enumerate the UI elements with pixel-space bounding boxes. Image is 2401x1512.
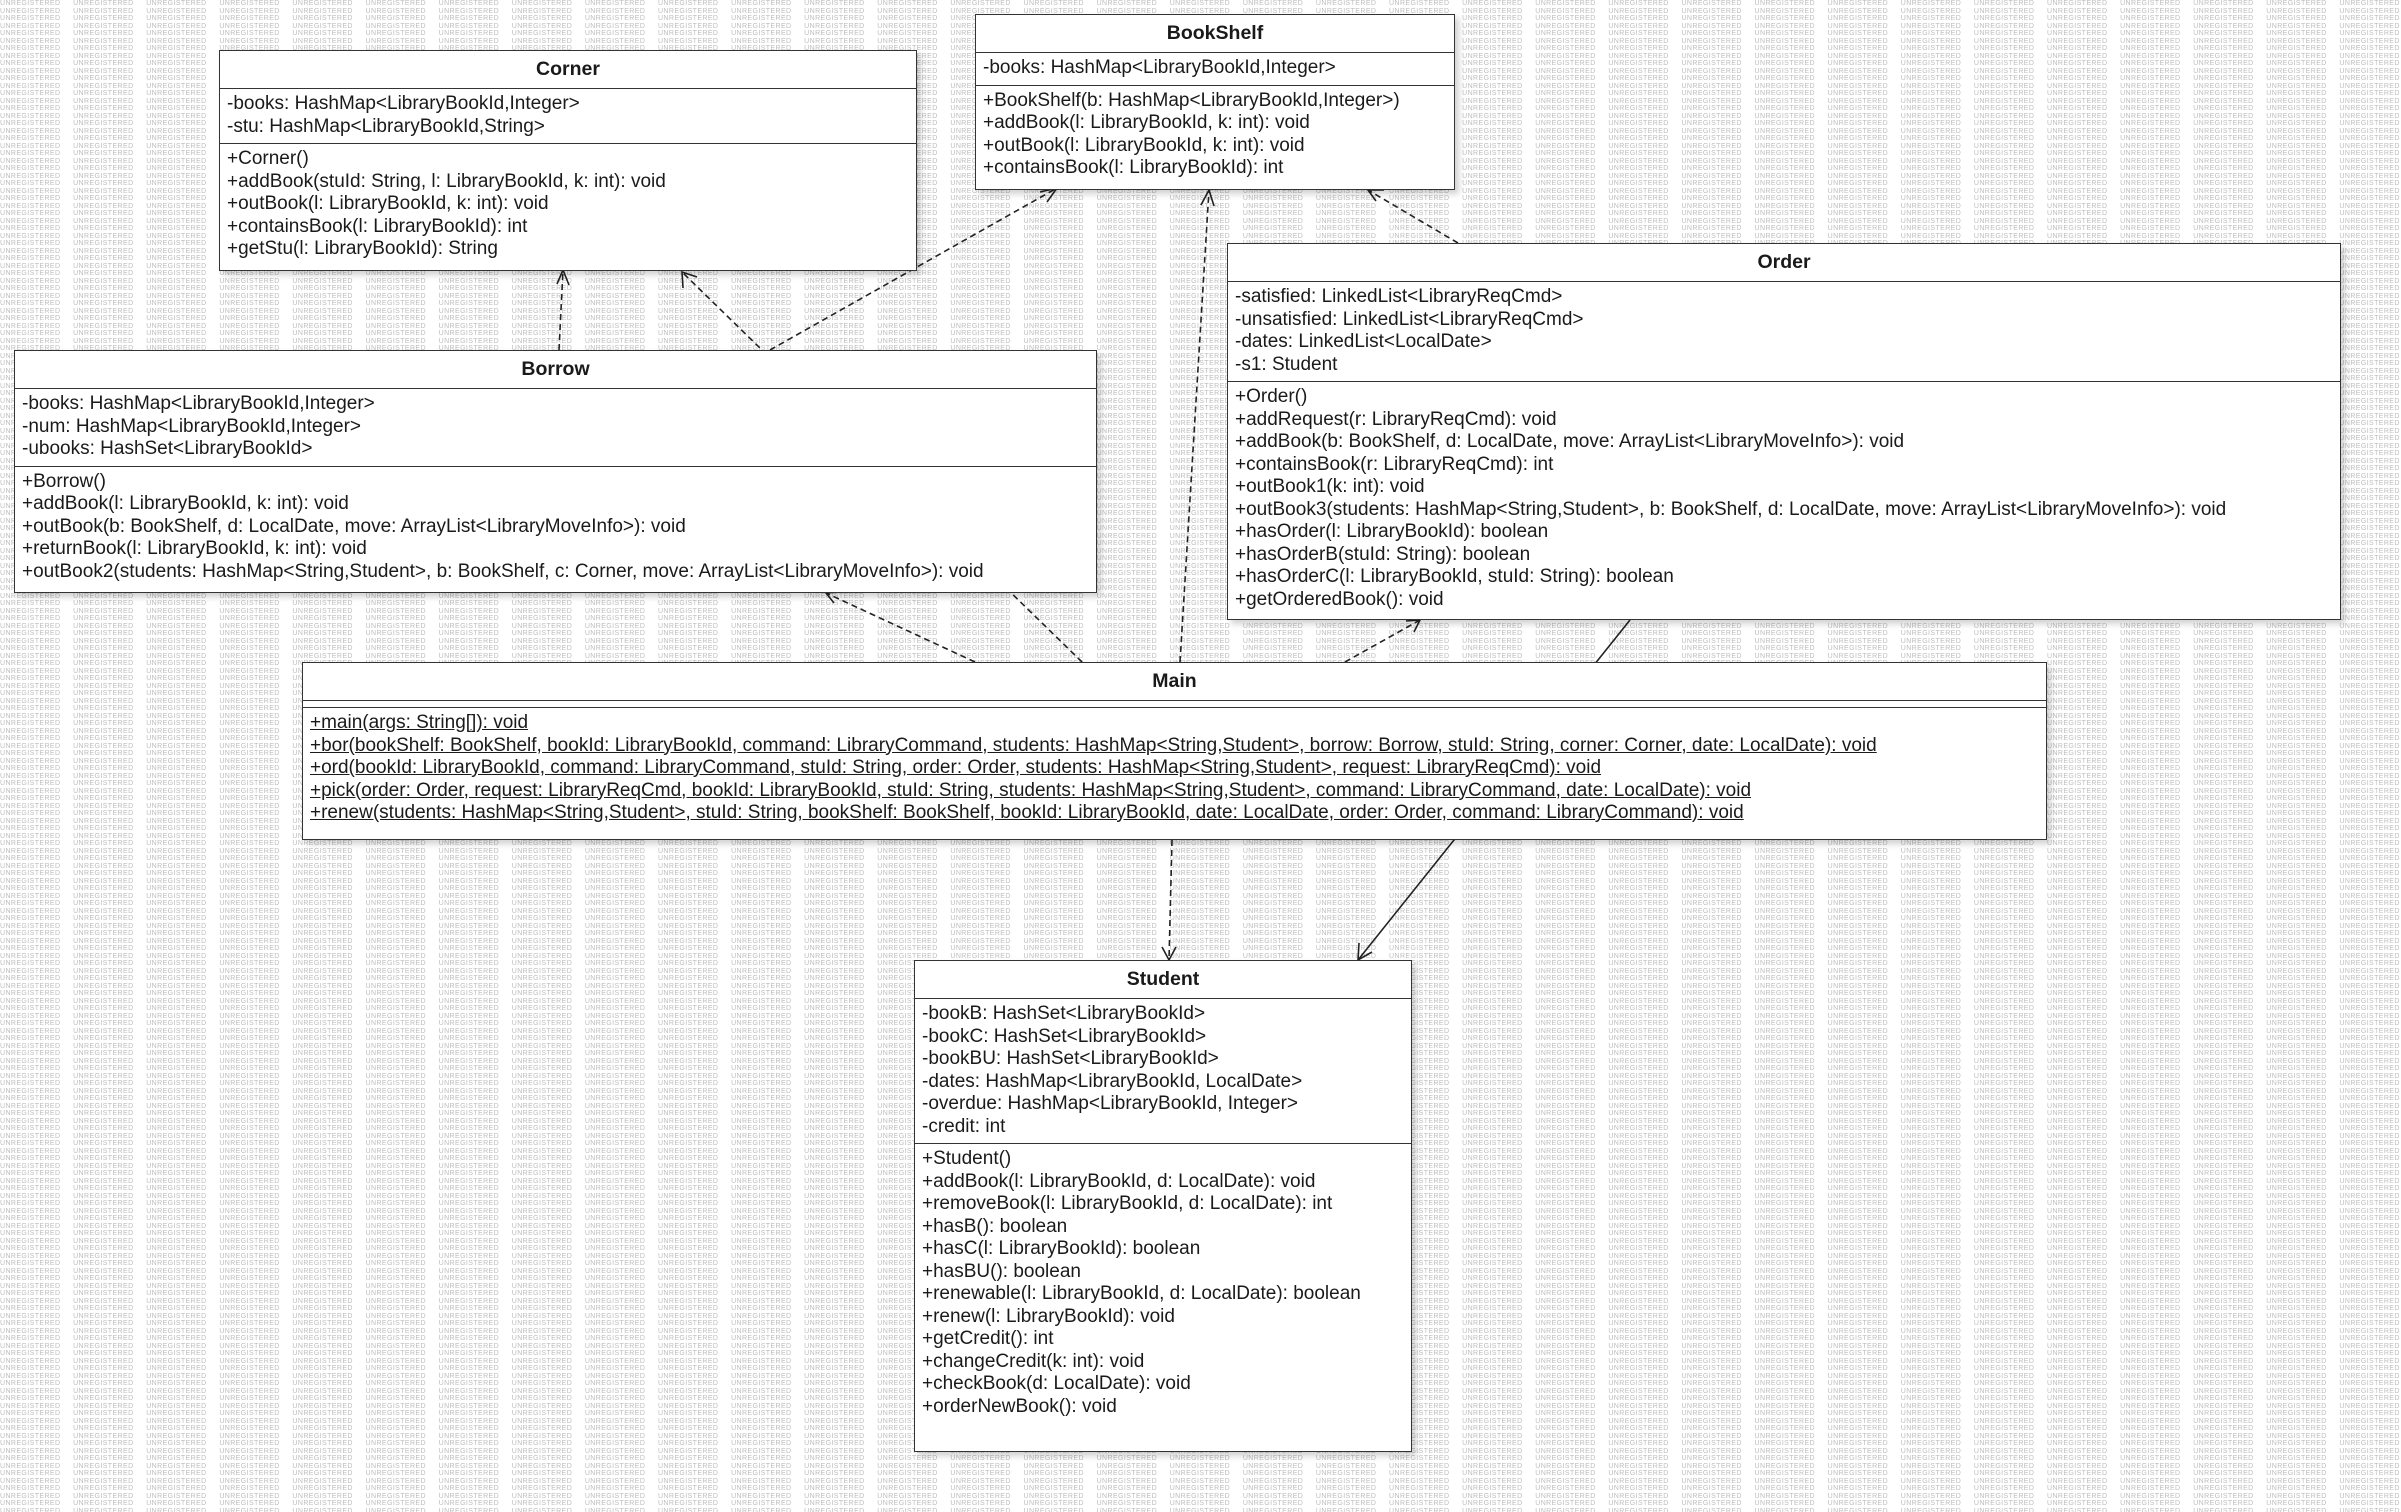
arrowhead-icon <box>681 270 698 289</box>
operation: +pick(order: Order, request: LibraryReqC… <box>310 779 1752 801</box>
attribute: -dates: HashMap<LibraryBookId, LocalDate… <box>922 1070 1303 1092</box>
attributes-section: -books: HashMap<LibraryBookId,Integer> -… <box>220 89 916 144</box>
attribute: -ubooks: HashSet<LibraryBookId> <box>22 438 313 459</box>
arrowhead-icon <box>1405 619 1422 633</box>
operation: +addBook(l: LibraryBookId, k: int): void <box>22 493 349 514</box>
attribute: -bookB: HashSet<LibraryBookId> <box>922 1003 1206 1024</box>
class-name: BookShelf <box>976 15 1454 53</box>
operation: +checkBook(d: LocalDate): void <box>922 1373 1191 1394</box>
attribute: -bookBU: HashSet<LibraryBookId> <box>922 1048 1219 1069</box>
attributes-section: -bookB: HashSet<LibraryBookId> -bookC: H… <box>915 999 1411 1144</box>
class-student[interactable]: Student -bookB: HashSet<LibraryBookId> -… <box>914 960 1412 1452</box>
operation: +removeBook(l: LibraryBookId, d: LocalDa… <box>922 1193 1333 1214</box>
attribute: -dates: LinkedList<LocalDate> <box>1235 331 1492 352</box>
dependency-main-borrow <box>825 592 976 663</box>
operation: +outBook2(students: HashMap<String,Stude… <box>22 560 984 582</box>
operation: +hasC(l: LibraryBookId): boolean <box>922 1238 1201 1259</box>
class-name: Corner <box>220 51 916 89</box>
operation: +outBook(b: BookShelf, d: LocalDate, mov… <box>22 515 686 537</box>
operation: +addBook(b: BookShelf, d: LocalDate, mov… <box>1235 431 1905 452</box>
operations-section: +BookShelf(b: HashMap<LibraryBookId,Inte… <box>976 86 1454 185</box>
attribute: -books: HashMap<LibraryBookId,Integer> <box>983 57 1336 78</box>
operation: +containsBook(l: LibraryBookId): int <box>227 215 528 237</box>
operation: +main(args: String[]): void <box>310 712 529 733</box>
dependency-main-corner <box>681 271 1083 663</box>
class-name: Main <box>303 663 2046 701</box>
operation: +renewable(l: LibraryBookId, d: LocalDat… <box>922 1283 1361 1304</box>
attribute: -num: HashMap<LibraryBookId,Integer> <box>22 415 362 437</box>
operation: +returnBook(l: LibraryBookId, k: int): v… <box>22 538 367 559</box>
operation: +containsBook(r: LibraryReqCmd): int <box>1235 453 1554 475</box>
attribute: -overdue: HashMap<LibraryBookId, Integer… <box>922 1093 1298 1114</box>
class-name: Student <box>915 961 1411 999</box>
operation: +addRequest(r: LibraryReqCmd): void <box>1235 408 1557 430</box>
operation: +hasB(): boolean <box>922 1215 1068 1237</box>
arrowhead-icon <box>1366 189 1384 202</box>
operation: +addBook(l: LibraryBookId, k: int): void <box>983 112 1310 133</box>
operation: +Order() <box>1235 386 1308 407</box>
operation: +orderNewBook(): void <box>922 1395 1117 1417</box>
dependency-order-bookshelf <box>1367 189 1459 244</box>
class-name: Order <box>1228 244 2340 282</box>
dependency-borrow-corner <box>558 269 564 351</box>
class-bookshelf[interactable]: BookShelf -books: HashMap<LibraryBookId,… <box>975 14 1455 190</box>
operation: +hasOrder(l: LibraryBookId): boolean <box>1235 521 1549 542</box>
operation: +outBook3(students: HashMap<String,Stude… <box>1235 498 2227 520</box>
operation: +addBook(l: LibraryBookId, d: LocalDate)… <box>922 1170 1316 1192</box>
class-corner[interactable]: Corner -books: HashMap<LibraryBookId,Int… <box>219 50 917 271</box>
attributes-section: -satisfied: LinkedList<LibraryReqCmd> -u… <box>1228 282 2340 382</box>
class-order[interactable]: Order -satisfied: LinkedList<LibraryReqC… <box>1227 243 2341 620</box>
attribute: -books: HashMap<LibraryBookId,Integer> <box>22 393 375 414</box>
operation: +outBook1(k: int): void <box>1235 476 1425 497</box>
attributes-section: -books: HashMap<LibraryBookId,Integer> <box>976 53 1454 86</box>
operation: +ord(bookId: LibraryBookId, command: Lib… <box>310 757 1602 778</box>
operation: +changeCredit(k: int): void <box>922 1350 1145 1372</box>
operation: +outBook(l: LibraryBookId, k: int): void <box>983 134 1305 156</box>
operation: +renew(students: HashMap<String,Student>… <box>310 802 1744 823</box>
dependency-main-bookshelf <box>1179 189 1210 663</box>
operation: +addBook(stuId: String, l: LibraryBookId… <box>227 170 666 192</box>
attribute: -unsatisfied: LinkedList<LibraryReqCmd> <box>1235 308 1584 330</box>
operation: +renew(l: LibraryBookId): void <box>922 1305 1175 1327</box>
operation: +outBook(l: LibraryBookId, k: int): void <box>227 193 549 214</box>
operation: +Corner() <box>227 148 309 169</box>
attributes-section: -books: HashMap<LibraryBookId,Integer> -… <box>15 389 1096 467</box>
attribute: -satisfied: LinkedList<LibraryReqCmd> <box>1235 286 1563 307</box>
class-name: Borrow <box>15 351 1096 389</box>
arrowhead-icon <box>1039 186 1059 203</box>
operations-section: +Order() +addRequest(r: LibraryReqCmd): … <box>1228 382 2340 616</box>
operations-section: +main(args: String[]): void +bor(bookShe… <box>303 708 2046 830</box>
operations-section: +Student() +addBook(l: LibraryBookId, d:… <box>915 1144 1411 1423</box>
operation: +bor(bookShelf: BookShelf, bookId: Libra… <box>310 734 1877 756</box>
arrowhead-icon <box>824 591 842 604</box>
operation: +Borrow() <box>22 470 106 492</box>
attribute: -credit: int <box>922 1115 1006 1137</box>
operation: +hasOrderC(l: LibraryBookId, stuId: Stri… <box>1235 566 1674 587</box>
attribute: -s1: Student <box>1235 353 1338 375</box>
class-main[interactable]: Main +main(args: String[]): void +bor(bo… <box>302 662 2047 840</box>
operation: +getStu(l: LibraryBookId): String <box>227 238 498 259</box>
operations-section: +Corner() +addBook(stuId: String, l: Lib… <box>220 144 916 266</box>
dependency-main-order <box>1344 619 1421 663</box>
arrowhead-icon <box>1200 187 1215 207</box>
operations-section: +Borrow() +addBook(l: LibraryBookId, k: … <box>15 467 1096 589</box>
operation: +getCredit(): int <box>922 1328 1054 1349</box>
attribute: -stu: HashMap<LibraryBookId,String> <box>227 115 545 137</box>
operation: +BookShelf(b: HashMap<LibraryBookId,Inte… <box>983 89 1400 111</box>
operation: +hasBU(): boolean <box>922 1260 1081 1282</box>
operation: +getOrderedBook(): void <box>1235 588 1444 610</box>
dependency-main-student <box>1168 839 1173 961</box>
class-borrow[interactable]: Borrow -books: HashMap<LibraryBookId,Int… <box>14 350 1097 593</box>
attribute: -books: HashMap<LibraryBookId,Integer> <box>227 93 580 114</box>
attributes-section <box>303 701 2046 708</box>
operation: +Student() <box>922 1148 1012 1169</box>
attribute: -bookC: HashSet<LibraryBookId> <box>922 1025 1207 1047</box>
operation: +hasOrderB(stuId: String): boolean <box>1235 543 1531 565</box>
operation: +containsBook(l: LibraryBookId): int <box>983 157 1284 178</box>
